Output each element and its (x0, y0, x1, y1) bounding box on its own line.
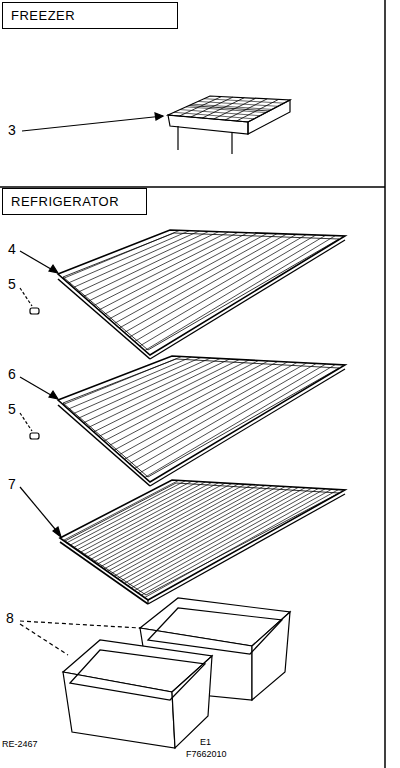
edition-code: E1 (200, 738, 211, 747)
callout-number: 8 (6, 611, 14, 625)
callout-number: 5 (8, 402, 16, 416)
section-title: REFRIGERATOR (11, 194, 138, 209)
crisper-drawers (63, 598, 290, 748)
callout-number: 7 (8, 477, 16, 491)
shelf-pin (30, 308, 39, 439)
drawing-code: RE-2467 (2, 740, 38, 749)
callout-number: 6 (8, 367, 16, 381)
callout-number: 5 (8, 277, 16, 291)
wire-shelves (58, 230, 345, 604)
section-title: FREEZER (11, 8, 169, 23)
section-header-box: REFRIGERATOR (2, 188, 147, 215)
section-header-box: FREEZER (2, 2, 178, 29)
part-number: F7662010 (186, 750, 227, 759)
callout-number: 3 (8, 123, 16, 137)
callout-number: 4 (8, 242, 16, 256)
ice-tray (168, 96, 290, 154)
frame-line (384, 0, 386, 768)
spacer (178, 2, 385, 3)
